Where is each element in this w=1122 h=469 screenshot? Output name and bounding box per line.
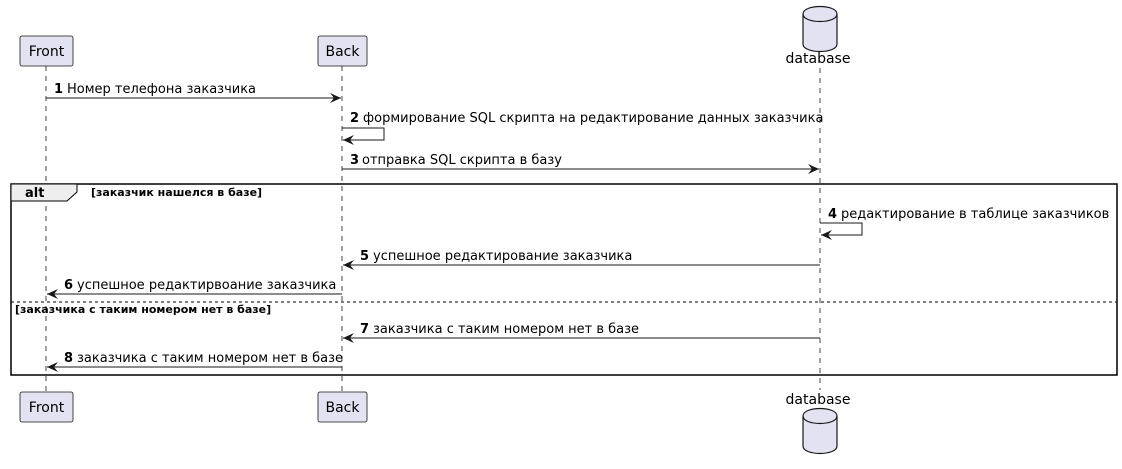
alt-guard-2: [заказчика с таким номером нет в базе] bbox=[15, 303, 271, 316]
message-4-text: редактирование в таблице заказчиков bbox=[841, 207, 1109, 222]
participant-back-label: Back bbox=[326, 44, 361, 60]
message-5-number: 5 bbox=[360, 249, 369, 264]
participant-back-label-bottom: Back bbox=[326, 400, 361, 416]
message-1-text: Номер телефона заказчика bbox=[67, 82, 256, 97]
alt-keyword: alt bbox=[25, 186, 44, 201]
participant-back-top: Back bbox=[317, 35, 368, 67]
message-6: 6 успешное редактирвоание заказчика bbox=[47, 278, 342, 299]
message-5: 5 успешное редактирование заказчика bbox=[343, 249, 820, 270]
message-2-text: формирование SQL скрипта на редактирован… bbox=[363, 111, 823, 126]
message-3-number: 3 bbox=[350, 153, 359, 168]
participant-database-bottom: database bbox=[786, 392, 851, 455]
alt-fragment: alt [заказчик нашелся в базе] [заказчика… bbox=[10, 183, 1118, 376]
message-8-text: заказчика с таким номером нет в базе bbox=[77, 351, 343, 366]
message-1: 1 Номер телефона заказчика bbox=[46, 82, 341, 103]
participant-front-top: Front bbox=[19, 35, 74, 67]
message-4-number: 4 bbox=[828, 207, 837, 222]
message-7: 7 заказчика с таким номером нет в базе bbox=[343, 322, 820, 343]
message-2: 2 формирование SQL скрипта на редактиров… bbox=[342, 111, 823, 145]
participant-database-label-bottom: database bbox=[786, 392, 851, 408]
alt-guard-1: [заказчик нашелся в базе] bbox=[91, 186, 262, 199]
message-8-number: 8 bbox=[64, 351, 73, 366]
participant-front-bottom: Front bbox=[19, 391, 74, 423]
participant-back-bottom: Back bbox=[317, 391, 368, 423]
message-7-text: заказчика с таким номером нет в базе bbox=[373, 322, 639, 337]
message-3: 3 отправка SQL скрипта в базу bbox=[342, 153, 819, 174]
message-8: 8 заказчика с таким номером нет в базе bbox=[47, 351, 343, 372]
message-3-text: отправка SQL скрипта в базу bbox=[362, 153, 562, 168]
message-4: 4 редактирование в таблице заказчиков bbox=[820, 207, 1109, 240]
message-6-number: 6 bbox=[64, 278, 73, 293]
participant-database-label: database bbox=[786, 51, 851, 67]
message-1-number: 1 bbox=[54, 82, 63, 97]
participant-front-label: Front bbox=[29, 44, 65, 60]
database-icon bbox=[802, 407, 838, 455]
message-7-number: 7 bbox=[360, 322, 369, 337]
participant-database-top: database bbox=[786, 5, 851, 67]
message-6-text: успешное редактирвоание заказчика bbox=[77, 278, 336, 293]
message-5-text: успешное редактирование заказчика bbox=[373, 249, 632, 264]
database-icon bbox=[802, 5, 838, 53]
participant-front-label-bottom: Front bbox=[29, 400, 65, 416]
message-2-number: 2 bbox=[350, 111, 359, 126]
